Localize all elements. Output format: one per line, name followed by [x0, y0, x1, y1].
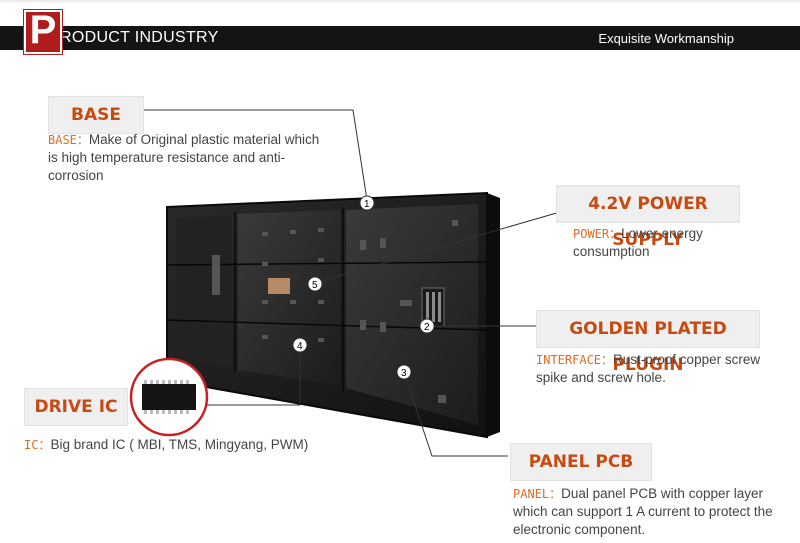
interface-description: INTERFACE：Rust-proof copper screw spike …	[536, 351, 794, 387]
svg-text:2: 2	[424, 322, 430, 333]
interface-label: INTERFACE：	[536, 353, 614, 367]
section-title: RODUCT INDUSTRY	[60, 29, 219, 46]
plugin-tag: GOLDEN PLATED PLUGIN	[536, 310, 760, 375]
logo-letter: P	[29, 8, 57, 52]
marker-5: 5	[307, 276, 323, 292]
base-description: BASE：Make of Original plastic material w…	[48, 131, 328, 185]
pcb-components	[212, 220, 458, 403]
marker-2: 2	[419, 318, 435, 334]
marker-3: 3	[396, 364, 412, 380]
top-divider	[0, 0, 800, 4]
section-tagline: Exquisite Workmanship	[598, 31, 734, 46]
module-side-edge	[487, 193, 500, 437]
marker-4: 4	[292, 337, 308, 353]
power-tag: 4.2V POWER SUPPLY	[556, 185, 740, 250]
leader-lines	[142, 109, 561, 457]
svg-text:3: 3	[401, 368, 407, 379]
panel-pcb-tag: PANEL PCB	[510, 443, 652, 481]
base-text: Make of Original plastic material which …	[48, 132, 320, 183]
p-logo-badge: P	[24, 8, 62, 54]
power-text: Lower energy consumption	[573, 226, 703, 259]
marker-1: 1	[359, 195, 375, 211]
ic-description: IC：Big brand IC ( MBI, TMS, Mingyang, PW…	[24, 436, 324, 454]
compartment-right	[346, 204, 478, 425]
drive-ic-tag: DRIVE IC	[24, 388, 128, 426]
ic-label: IC：	[24, 438, 51, 452]
power-description: POWER：Lower energy consumption	[573, 225, 763, 261]
panel-text: Dual panel PCB with copper layer which c…	[513, 486, 773, 537]
base-tag: BASE	[48, 96, 144, 134]
base-label: BASE：	[48, 133, 89, 147]
panel-description: PANEL：Dual panel PCB with copper layer w…	[513, 485, 783, 539]
compartment-left	[176, 215, 232, 368]
svg-text:5: 5	[312, 280, 318, 291]
svg-text:4: 4	[297, 341, 303, 352]
svg-text:1: 1	[364, 199, 370, 210]
ic-chip	[142, 384, 196, 410]
section-header: RODUCT INDUSTRY Exquisite Workmanship	[0, 26, 800, 50]
interface-text: Rust-proof copper screw spike and screw …	[536, 352, 761, 385]
power-label: POWER：	[573, 227, 622, 241]
power-connector	[268, 278, 290, 294]
compartment-center	[238, 210, 340, 385]
panel-label: PANEL：	[513, 487, 562, 501]
ic-text: Big brand IC ( MBI, TMS, Mingyang, PWM)	[50, 437, 309, 452]
